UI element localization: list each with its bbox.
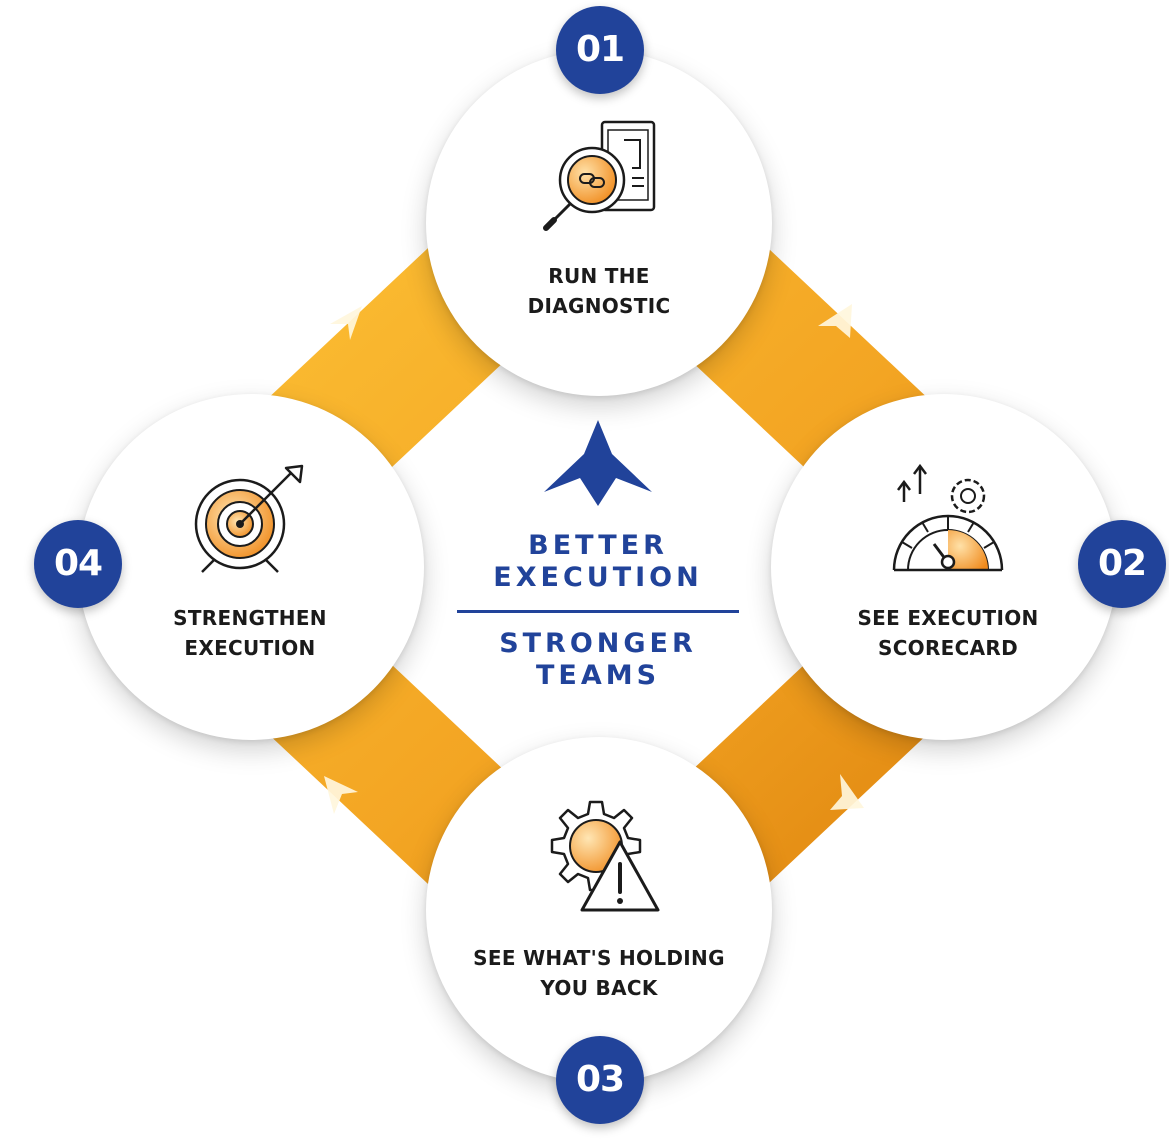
step-1-label: RUN THE DIAGNOSTIC [449, 261, 749, 321]
step-4-badge: 04 [34, 520, 122, 608]
step-1-badge: 01 [556, 6, 644, 94]
step-4-label-line1: STRENGTHEN [173, 606, 327, 630]
arrow-icon-bottom-left [324, 776, 358, 814]
speedometer-gears-icon [892, 463, 1004, 572]
center-title-line3: STRONGER [499, 628, 697, 659]
logo-bird-icon [544, 420, 652, 506]
center-title-line4: TEAMS [535, 660, 661, 691]
center-divider [457, 610, 739, 613]
step-2-label: SEE EXECUTION SCORECARD [798, 603, 1098, 663]
step-3-label-line1: SEE WHAT'S HOLDING [473, 946, 725, 970]
step-2-badge: 02 [1078, 520, 1166, 608]
step-1-label-line1: RUN THE [548, 264, 650, 288]
gear-warning-icon [550, 800, 660, 912]
center-title-line2: EXECUTION [493, 562, 703, 593]
target-arrow-icon [194, 464, 304, 573]
step-4-label-line2: EXECUTION [184, 636, 316, 660]
magnifier-document-icon [543, 120, 656, 231]
arrow-icon-top-left [330, 306, 362, 340]
center-title-line1: BETTER [528, 530, 668, 561]
step-2-label-line1: SEE EXECUTION [857, 606, 1039, 630]
step-1-circle [426, 50, 772, 396]
step-3-badge: 03 [556, 1036, 644, 1124]
step-3-label-line2: YOU BACK [540, 976, 658, 1000]
arrow-icon-bottom-right [830, 774, 864, 810]
arrow-icon-top-right [818, 304, 852, 338]
step-4-label: STRENGTHEN EXECUTION [100, 603, 400, 663]
step-1-label-line2: DIAGNOSTIC [527, 294, 671, 318]
step-3-label: SEE WHAT'S HOLDING YOU BACK [449, 943, 749, 1003]
step-2-label-line2: SCORECARD [877, 636, 1018, 660]
